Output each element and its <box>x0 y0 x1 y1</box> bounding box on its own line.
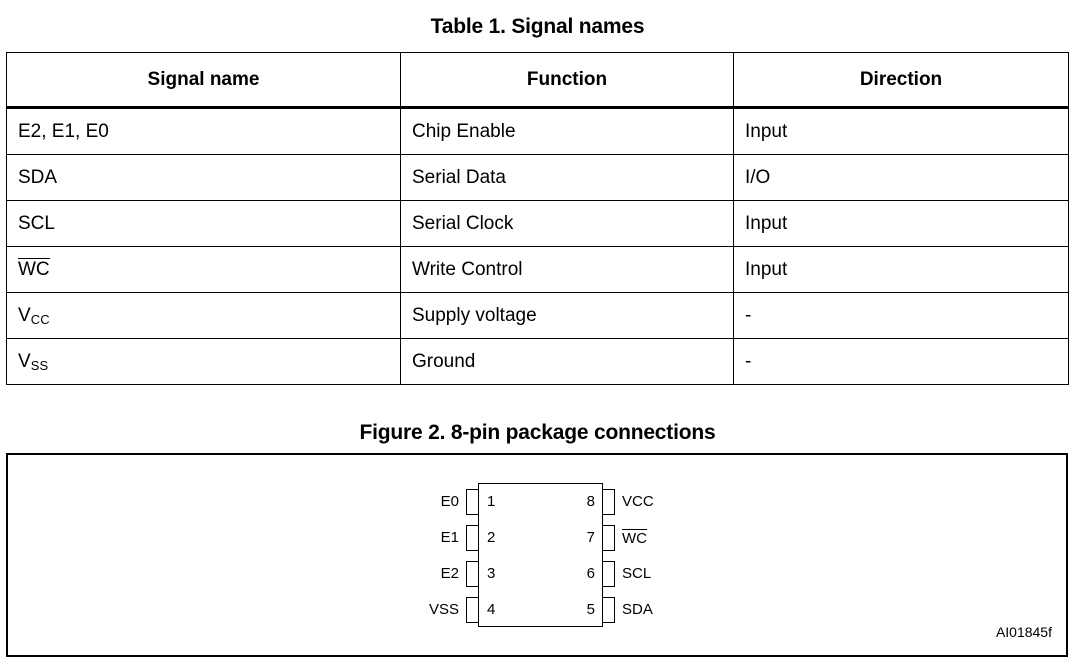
column-header-signal-name: Signal name <box>6 52 401 109</box>
table-row: SDA Serial Data I/O <box>6 154 1069 201</box>
pin-number-2: 2 <box>487 529 496 546</box>
pin-number-1: 1 <box>487 493 496 510</box>
table-title: Table 1. Signal names <box>430 15 645 38</box>
cell-direction: Input <box>733 200 1069 247</box>
table-row: VCC Supply voltage - <box>6 292 1069 339</box>
cell-direction: - <box>733 292 1069 339</box>
cell-function: Write Control <box>400 246 734 293</box>
cell-signal-name: SDA <box>6 154 401 201</box>
chip-body-outline <box>478 483 603 627</box>
pin-number-8: 8 <box>586 493 595 510</box>
pin-label-e1: E1 <box>440 529 459 546</box>
signal-name-text: E2, E1, E0 <box>18 120 109 142</box>
table-header-row: Signal name Function Direction <box>6 52 1069 109</box>
pin-stub-4 <box>466 597 479 623</box>
pin-label-vss: VSS <box>428 601 459 618</box>
cell-function: Ground <box>400 338 734 385</box>
table-row: E2, E1, E0 Chip Enable Input <box>6 106 1069 155</box>
pin-stub-2 <box>466 525 479 551</box>
cell-direction: Input <box>733 106 1069 155</box>
pin-number-6: 6 <box>586 565 595 582</box>
cell-function: Serial Clock <box>400 200 734 247</box>
signal-name-text: SDA <box>18 166 58 188</box>
column-header-direction: Direction <box>733 52 1069 109</box>
figure-frame: 1 2 3 4 E0 E1 E2 VSS 8 7 6 5 VCC WC SCL … <box>6 453 1068 657</box>
figure-title: Figure 2. 8-pin package connections <box>359 421 716 444</box>
pin-number-3: 3 <box>487 565 496 582</box>
cell-function: Supply voltage <box>400 292 734 339</box>
pin-label-e2: E2 <box>440 565 459 582</box>
signal-name-text-overlined: WC <box>18 258 50 280</box>
cell-direction: - <box>733 338 1069 385</box>
signal-name-text: V <box>18 350 31 372</box>
signal-name-text: SCL <box>18 212 55 234</box>
package-diagram: 1 2 3 4 E0 E1 E2 VSS 8 7 6 5 VCC WC SCL … <box>413 477 673 637</box>
signal-names-table: Signal name Function Direction E2, E1, E… <box>6 52 1069 385</box>
cell-function: Serial Data <box>400 154 734 201</box>
pin-label-wc: WC <box>622 529 647 548</box>
cell-signal-name: VCC <box>6 292 401 339</box>
pin-stub-3 <box>466 561 479 587</box>
table-row: VSS Ground - <box>6 338 1069 385</box>
signal-name-text: V <box>18 304 31 326</box>
cell-function: Chip Enable <box>400 106 734 155</box>
pin-stub-5 <box>602 597 615 623</box>
cell-signal-name: WC <box>6 246 401 293</box>
cell-signal-name: E2, E1, E0 <box>6 106 401 155</box>
pin-stub-8 <box>602 489 615 515</box>
pin-number-7: 7 <box>586 529 595 546</box>
pin-stub-6 <box>602 561 615 587</box>
signal-name-subscript: SS <box>30 358 49 374</box>
pin-number-5: 5 <box>586 601 595 618</box>
cell-signal-name: VSS <box>6 338 401 385</box>
column-header-function: Function <box>400 52 734 109</box>
table-row: WC Write Control Input <box>6 246 1069 293</box>
pin-label-vcc: VCC <box>622 493 654 510</box>
pin-label-sda: SDA <box>622 601 653 618</box>
cell-direction: Input <box>733 246 1069 293</box>
table-row: SCL Serial Clock Input <box>6 200 1069 247</box>
pin-stub-7 <box>602 525 615 551</box>
signal-name-subscript: CC <box>30 312 50 328</box>
pin-number-4: 4 <box>487 601 496 618</box>
pin-label-e0: E0 <box>440 493 459 510</box>
figure-id-label: AI01845f <box>995 624 1052 640</box>
pin-stub-1 <box>466 489 479 515</box>
pin-label-scl: SCL <box>622 565 652 582</box>
cell-direction: I/O <box>733 154 1069 201</box>
cell-signal-name: SCL <box>6 200 401 247</box>
pin-label-wc-overlined: WC <box>622 529 647 547</box>
